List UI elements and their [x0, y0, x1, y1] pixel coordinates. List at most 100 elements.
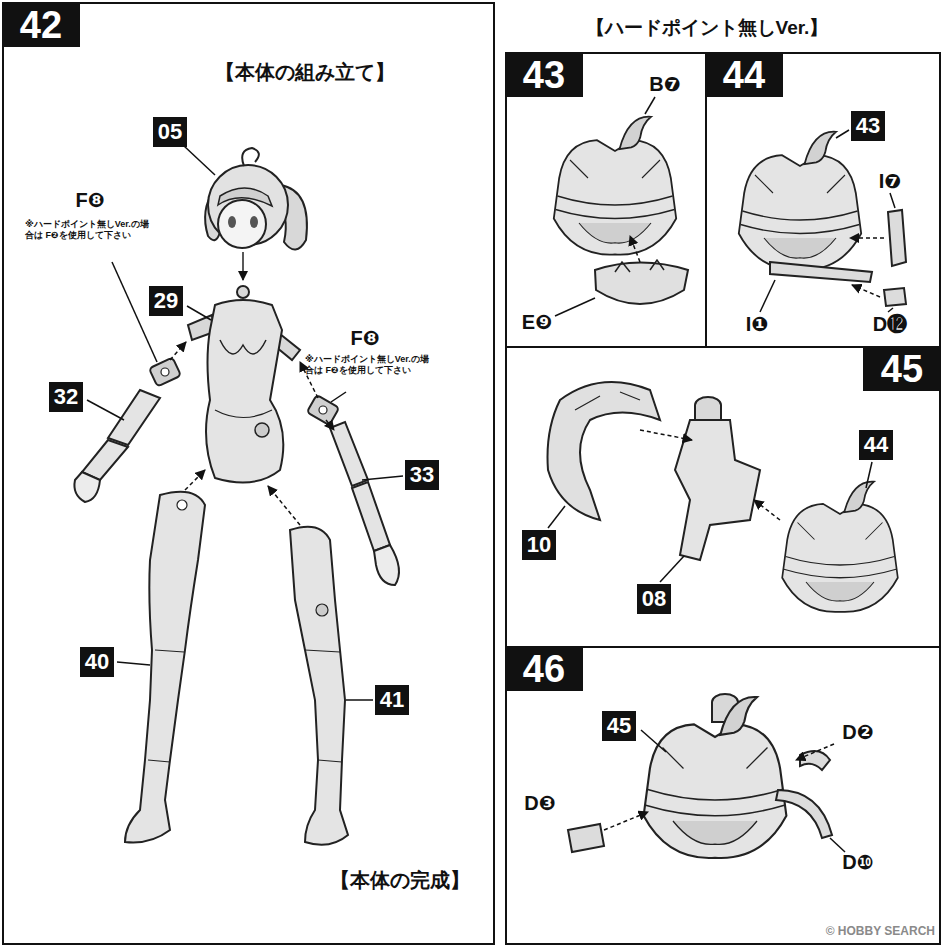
figure-head [218, 200, 266, 248]
step-number: 45 [863, 346, 941, 391]
helmet-part [884, 288, 906, 306]
leader-lines [87, 146, 403, 700]
step-number: 46 [505, 646, 583, 691]
leader-lines [866, 462, 872, 488]
frame-part [675, 420, 760, 560]
figure-arms [319, 406, 327, 414]
helmet-part [760, 280, 775, 312]
section-title: 【本体の完成】 [330, 869, 470, 891]
part-label: F❽ [350, 327, 379, 349]
step-label: 42 [20, 6, 62, 44]
callout-number: 45 [607, 713, 631, 739]
assembly-arrows [604, 744, 834, 830]
leader-lines [660, 556, 684, 582]
helmet-part [850, 238, 884, 297]
part-number-callout: 32 [49, 382, 83, 412]
step-label: 46 [523, 650, 565, 688]
figure-head [250, 216, 258, 228]
part-label: D❿ [842, 851, 873, 873]
part-number-callout: 08 [637, 584, 671, 614]
figure-arms [352, 482, 390, 551]
figure-legs [316, 604, 328, 616]
callout-number: 10 [527, 532, 551, 558]
figure-head [228, 216, 236, 228]
step-panel: 【本体の組み立て】 F❽ ※ハードポイント無しVer.の場合は F❷を使用して下さい… [2, 2, 495, 945]
figure-body [255, 423, 269, 437]
figure-body [220, 340, 266, 354]
figure-arms [161, 368, 169, 376]
figure-body [237, 286, 249, 298]
part-number-callout: 10 [522, 530, 556, 560]
assembly-arrows [268, 486, 300, 525]
leader-lines [641, 730, 845, 852]
section-title: 【本体の組み立て】 [215, 61, 395, 83]
figure-legs [148, 650, 184, 762]
assembly-arrows [170, 342, 186, 360]
figure-body [215, 410, 272, 418]
part-number-callout: 41 [375, 685, 409, 715]
assembly-arrows [185, 470, 205, 490]
helmet-part [770, 262, 872, 282]
callout-number: 44 [864, 432, 888, 458]
step-number: 44 [705, 52, 783, 97]
step-label: 45 [881, 350, 923, 388]
leader-lines [331, 392, 346, 402]
helmet-part [888, 210, 906, 266]
part-number-callout: 33 [405, 460, 439, 490]
leader-lines [548, 506, 565, 528]
assembly-arrows [326, 420, 334, 430]
assembled-part [644, 697, 787, 858]
leader-lines [346, 699, 373, 701]
leader-lines [117, 662, 150, 665]
figure-legs [125, 492, 348, 845]
callout-number: 29 [154, 288, 178, 314]
figure-head [242, 148, 259, 166]
helmet-part [554, 117, 676, 255]
callout-number: 33 [410, 462, 434, 488]
section-title: 【ハードポイント無しVer.】 [586, 15, 829, 41]
figure-arms [74, 472, 100, 502]
figure-legs [290, 527, 348, 845]
leader-lines [548, 462, 872, 582]
callout-number: 40 [85, 649, 109, 675]
step-panel: I❼I❶D⓬4443 [705, 52, 941, 348]
helmet-part [595, 263, 688, 305]
leader-lines [184, 146, 215, 175]
part-number-callout: 43 [851, 111, 885, 141]
figure-arms [108, 390, 160, 445]
callout-number: 41 [380, 687, 404, 713]
note-text: ※ハードポイント無しVer.の場合は F❷を使用して下さい [305, 354, 433, 377]
leader-lines [87, 400, 124, 420]
part-number-callout: 40 [80, 647, 114, 677]
helmet-part [630, 236, 640, 262]
assembly-arrows [796, 744, 834, 760]
step-label: 43 [523, 56, 565, 94]
part-label: E❾ [522, 311, 552, 333]
helmet-part [890, 193, 895, 208]
helmet-part [836, 130, 849, 138]
step-label: 44 [723, 56, 765, 94]
helmet-part [739, 132, 861, 270]
part-label: D❷ [842, 721, 873, 743]
assembly-arrows [640, 430, 692, 440]
figure-body [242, 252, 244, 280]
part-number-callout: 44 [859, 430, 893, 460]
callout-number: 32 [54, 384, 78, 410]
part-label: I❶ [746, 313, 769, 335]
step-number: 42 [2, 2, 80, 47]
assembled-part [776, 790, 832, 838]
assembled-part [568, 694, 832, 858]
step-panel: B❼E❾43 [505, 52, 707, 348]
assembled-part [800, 751, 830, 770]
helmet-part [760, 130, 895, 312]
part-label: D❸ [524, 792, 555, 814]
part-label: F❽ [75, 189, 104, 211]
callout-number: 05 [158, 119, 182, 145]
helmet-part [852, 285, 880, 297]
figure-legs [177, 500, 187, 510]
figure-legs [305, 650, 342, 762]
part-label: I❼ [879, 170, 902, 192]
helmet-part [888, 308, 893, 312]
